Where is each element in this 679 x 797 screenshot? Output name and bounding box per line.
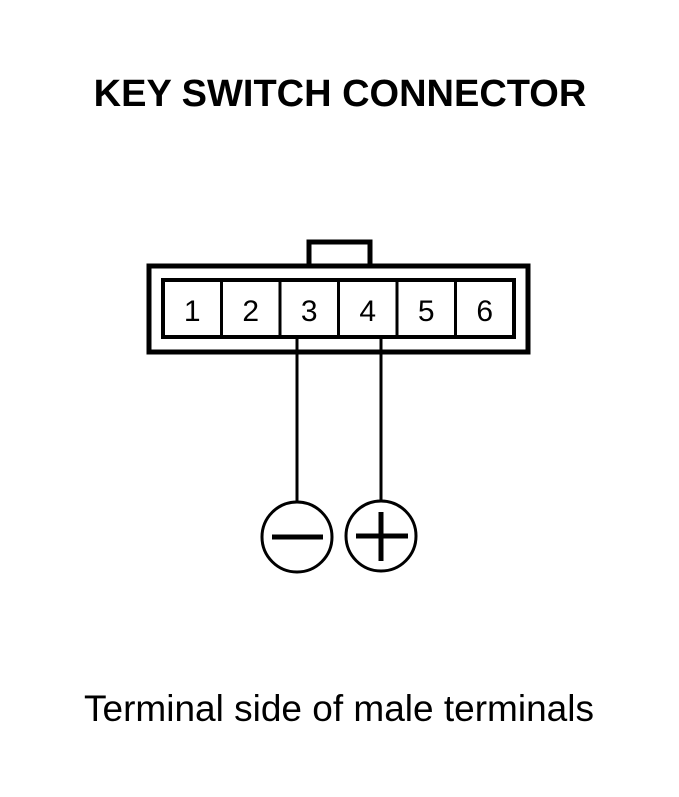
- connector-housing-outer: [146, 263, 531, 355]
- negative-circle: [260, 500, 334, 574]
- pin-label-3: 3: [301, 295, 318, 328]
- diagram-caption: Terminal side of male terminals: [84, 688, 594, 729]
- connector-lock-tab: [306, 239, 373, 266]
- probe-leads: [295, 337, 383, 503]
- positive-circle: [344, 499, 418, 573]
- negative-terminal-symbol: [260, 500, 334, 574]
- positive-terminal-symbol: [344, 499, 418, 573]
- diagram-title: KEY SWITCH CONNECTOR: [94, 73, 587, 115]
- pin-dividers: [220, 280, 457, 337]
- pin-labels: 1 2 3 4 5 6: [184, 295, 493, 328]
- connector: 1 2 3 4 5 6: [146, 239, 531, 355]
- pin-label-1: 1: [184, 295, 201, 328]
- pin-label-5: 5: [418, 295, 435, 328]
- pin-label-2: 2: [242, 295, 259, 328]
- pin-label-6: 6: [476, 295, 493, 328]
- pin-label-4: 4: [359, 295, 376, 328]
